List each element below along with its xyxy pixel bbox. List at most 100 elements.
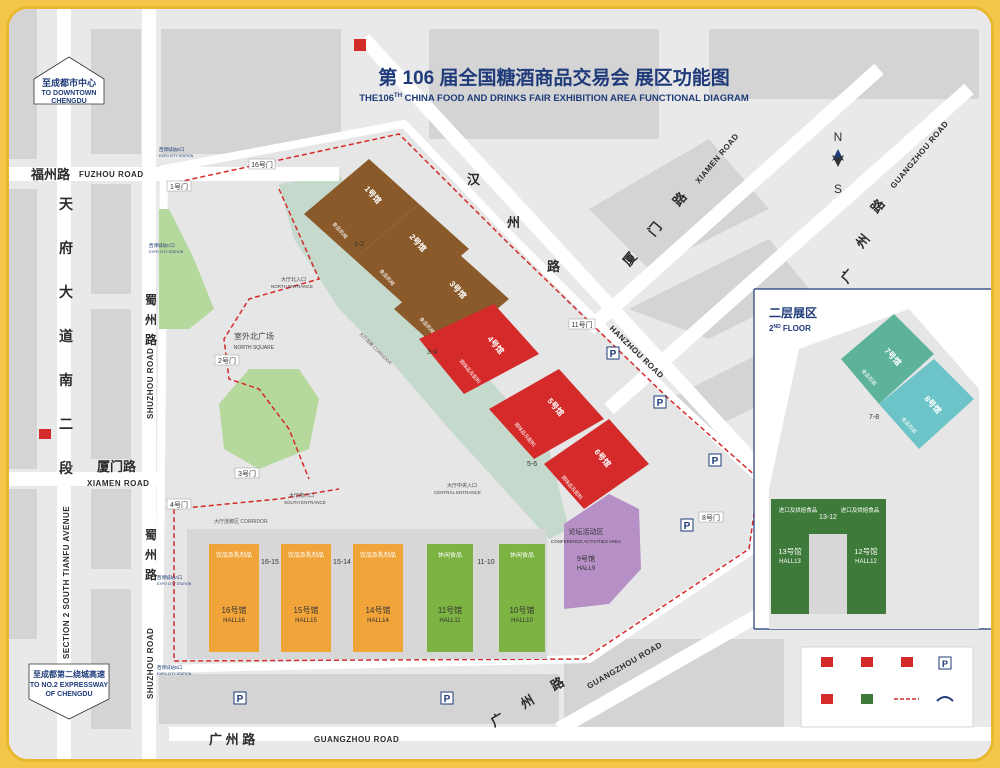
legend-panel: P	[800, 646, 974, 728]
connector-16-15: 16-15	[261, 559, 279, 566]
road-guangzhou-bottom-cn: 广 州 路	[209, 732, 256, 747]
second-floor-en: 2ND FLOOR	[769, 324, 811, 333]
svg-text:OF CHENGDU: OF CHENGDU	[45, 691, 92, 698]
hall-9-en: HALL9	[577, 566, 596, 572]
hall-11-cat: 休闲食品	[438, 551, 462, 559]
hall-15-cat: 饮品及乳制品	[288, 551, 324, 559]
legend-info-icon	[901, 657, 913, 667]
svg-text:至成都市中心: 至成都市中心	[42, 77, 96, 88]
svg-text:P: P	[237, 694, 244, 705]
hall-8[interactable]	[879, 359, 974, 449]
svg-text:段: 段	[59, 460, 73, 476]
road-xiamen-cn: 厦门路	[97, 459, 137, 474]
svg-text:州: 州	[506, 215, 520, 230]
svg-text:汉: 汉	[467, 172, 481, 187]
legend-exhibit-icon	[861, 657, 873, 667]
hall-1[interactable]	[304, 159, 419, 259]
road-shuzhou2-en: SHUZHOU ROAD	[146, 628, 155, 699]
connector-11-10: 11-10	[477, 559, 494, 566]
hall-14[interactable]	[353, 544, 403, 652]
svg-text:二: 二	[59, 416, 73, 432]
north-square-en: NORTH SQUARE	[234, 345, 275, 351]
hall-7[interactable]	[841, 314, 934, 404]
svg-text:P: P	[942, 659, 948, 669]
hall-9-cat: 论坛活动区	[569, 527, 604, 536]
second-floor-panel: 二层展区 2ND FLOOR 7号馆 食品包装 8号馆 食品包装 7-8 进口及…	[753, 288, 991, 630]
traffic-route	[168, 133, 760, 662]
legend-exit-icon	[861, 694, 873, 704]
connector-1-2: 1-2	[354, 241, 364, 248]
hall-group-snack: 休闲食品 11号馆 HALL11 休闲食品 10号馆 HALL10 11-10	[427, 544, 545, 652]
legend-parking-icon	[938, 656, 952, 670]
connector-5-6: 5-6	[527, 461, 537, 468]
hall-5[interactable]	[489, 369, 604, 459]
hall-10-en: HALL10	[511, 618, 533, 624]
svg-text:11号门: 11号门	[571, 320, 592, 329]
svg-text:SOUTH ENTRANCE: SOUTH ENTRANCE	[284, 500, 326, 505]
hall-group-beverages: 饮品及乳制品 16号馆 HALL16 饮品及乳制品 15号馆 HALL15 饮品…	[187, 529, 547, 659]
hall-16[interactable]	[209, 544, 259, 652]
hall-4[interactable]	[419, 304, 539, 394]
svg-text:P: P	[712, 456, 719, 467]
compass: N S	[832, 130, 844, 196]
svg-text:3号门: 3号门	[238, 469, 256, 478]
hall-13-label[interactable]: 13号馆	[778, 546, 802, 556]
svg-text:至成都第二绕城高速: 至成都第二绕城高速	[33, 669, 105, 679]
svg-text:N: N	[834, 130, 843, 144]
bus-icon	[354, 39, 366, 51]
svg-text:8号门: 8号门	[702, 513, 720, 522]
svg-text:TO DOWNTOWN: TO DOWNTOWN	[42, 90, 97, 97]
svg-text:CHENGDU: CHENGDU	[51, 98, 86, 105]
svg-text:大厅连廊区 CORRIDOR: 大厅连廊区 CORRIDOR	[214, 518, 268, 525]
svg-text:2号门: 2号门	[218, 356, 236, 365]
hall-10-label: 10号馆	[510, 605, 535, 615]
hall-16-en: HALL16	[223, 618, 245, 624]
park-west	[159, 209, 214, 329]
north-square-cn: 室外北广场	[234, 331, 274, 341]
legend-metro-icon	[936, 696, 954, 702]
svg-text:P: P	[610, 349, 617, 360]
svg-text:P: P	[444, 694, 451, 705]
svg-text:CENTRAL ENTRANCE: CENTRAL ENTRANCE	[434, 490, 481, 495]
svg-text:大厅北入口: 大厅北入口	[281, 276, 306, 283]
hall-11[interactable]	[427, 544, 473, 652]
svg-text:西博城站B口: 西博城站B口	[157, 664, 183, 671]
svg-text:EXPO CITY STATION: EXPO CITY STATION	[149, 250, 184, 254]
parking-icons: P P P P P P	[233, 346, 722, 705]
svg-text:州: 州	[517, 692, 537, 712]
hall-15[interactable]	[281, 544, 331, 652]
hall-11-en: HALL11	[439, 618, 461, 624]
connector-15-14: 15-14	[333, 559, 351, 566]
svg-text:P: P	[657, 398, 664, 409]
hall-12-label[interactable]: 12号馆	[854, 546, 878, 556]
svg-text:南: 南	[59, 372, 73, 388]
road-tianfu-en: SECTION 2 SOUTH TIANFU AVENUE	[62, 506, 71, 659]
title-cn: 第 106 届全国糖酒商品交易会 展区功能图	[378, 66, 730, 89]
svg-text:S: S	[834, 182, 842, 196]
hall-10[interactable]	[499, 544, 545, 652]
hall-9[interactable]: 论坛活动区 CONFERENCE ACTIVITIES AREA 9号馆 HAL…	[551, 494, 641, 609]
svg-text:大厅中央入口: 大厅中央入口	[447, 482, 477, 489]
svg-text:NORTH ENTRANCE: NORTH ENTRANCE	[271, 284, 313, 289]
hall-2[interactable]	[354, 204, 469, 304]
svg-text:广: 广	[488, 710, 507, 729]
connector-7-8: 7-8	[869, 414, 879, 421]
svg-text:大厅南入口: 大厅南入口	[289, 492, 314, 499]
hall-13-en: HALL13	[779, 559, 801, 565]
exhibition-map: 第 106 届全国糖酒商品交易会 展区功能图 THE106TH CHINA FO…	[9, 9, 991, 759]
gate-labels: 16号门 1号门 2号门 3号门 4号门 11号门 8号门	[166, 158, 724, 523]
svg-text:路: 路	[145, 332, 158, 347]
svg-text:P: P	[684, 521, 691, 532]
svg-text:蜀: 蜀	[145, 293, 157, 307]
hall-12-cat: 进口及烘焙食品	[841, 506, 880, 514]
legend-atm-icon	[821, 694, 833, 704]
hall-3[interactable]	[394, 254, 509, 354]
road-fuzhou-en: FUZHOU ROAD	[79, 170, 144, 179]
second-floor-cn: 二层展区	[769, 306, 817, 320]
svg-text:西博城站C口: 西博城站C口	[149, 242, 175, 249]
svg-text:西博城站E口: 西博城站E口	[159, 146, 185, 153]
hall-6[interactable]	[544, 419, 649, 509]
park-square	[219, 369, 319, 469]
road-xiamen-en: XIAMEN ROAD	[87, 479, 149, 488]
title-en: THE106TH CHINA FOOD AND DRINKS FAIR EXHI…	[359, 93, 749, 104]
